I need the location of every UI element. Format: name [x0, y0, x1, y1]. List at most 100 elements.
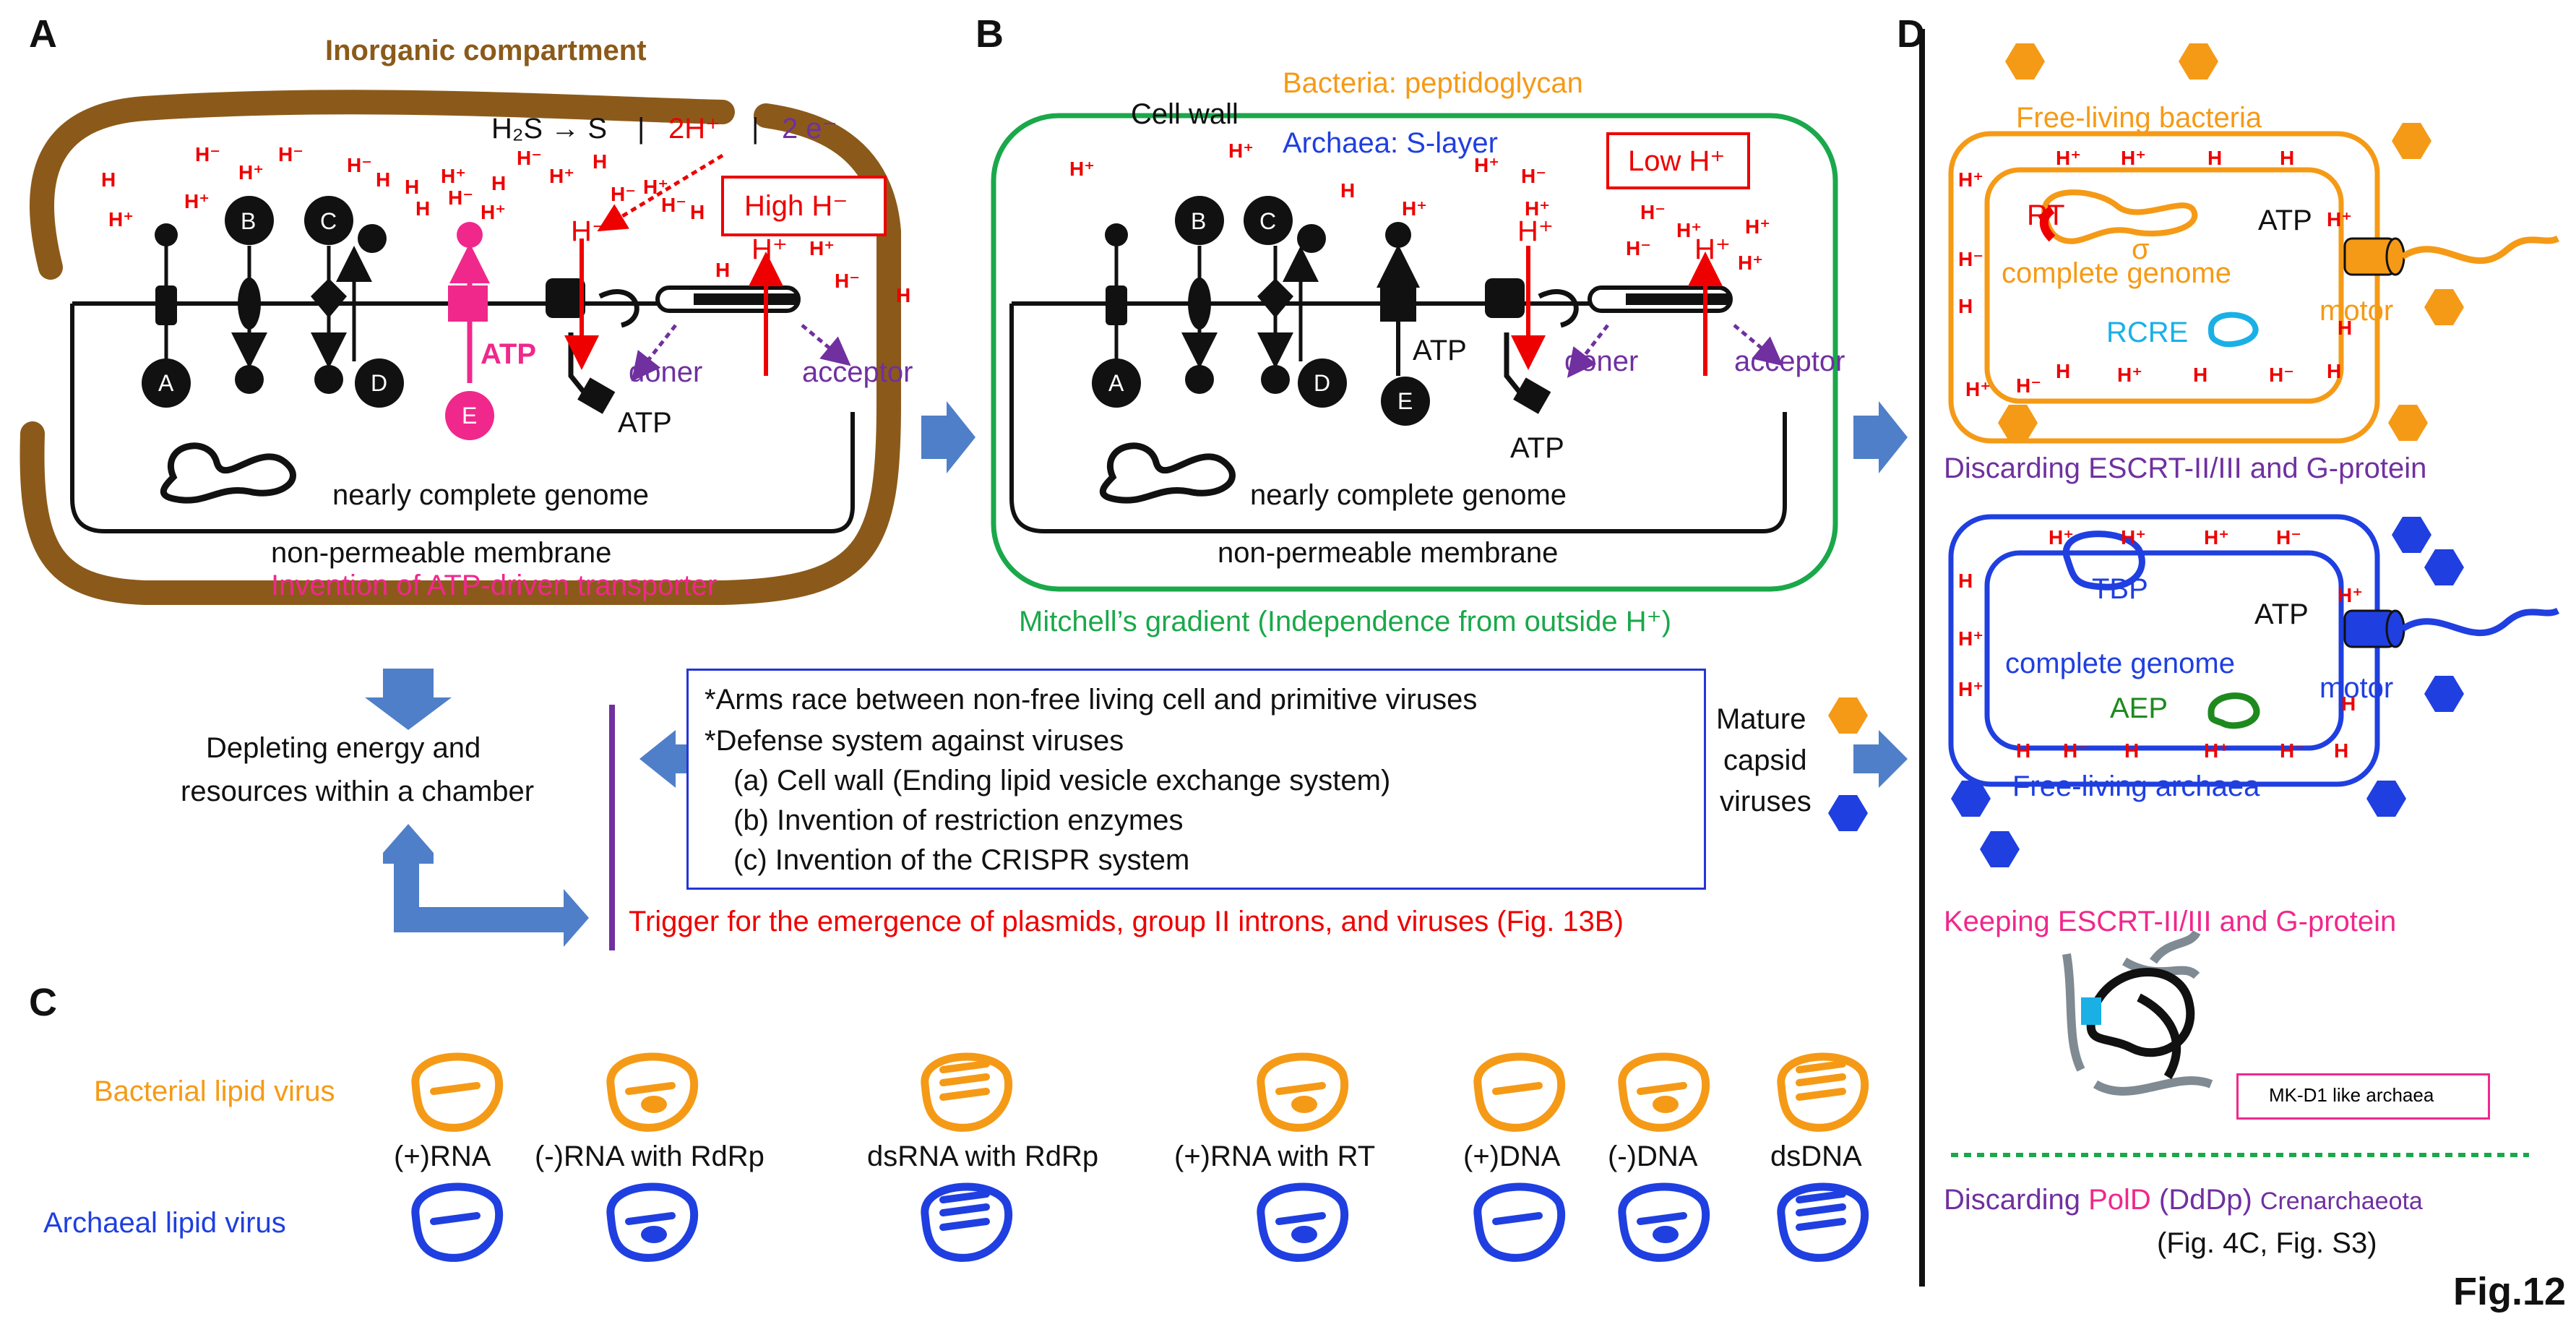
- archaea-s-layer: Archaea: S-layer: [1283, 127, 1498, 159]
- sigma-label: σ: [2132, 233, 2150, 265]
- inorganic-compartment-label: Inorganic compartment: [325, 35, 647, 66]
- arrow-a-to-b: [921, 401, 975, 473]
- lipid-virus-icon: [1473, 1052, 1566, 1132]
- membrane-label-b: non-permeable membrane: [1218, 537, 1559, 569]
- virus-type-4: (+)DNA: [1463, 1141, 1561, 1172]
- proton-label: H⁻: [1958, 248, 1983, 270]
- lipid-virus-icon: [1618, 1182, 1710, 1262]
- panel-letter-b: B: [975, 12, 1004, 56]
- cell-wall-label: Cell wall: [1131, 98, 1239, 130]
- figure-reference: (Fig. 4C, Fig. S3): [2157, 1227, 2377, 1259]
- proton-label: H⁺: [643, 176, 668, 198]
- genome-loop-a: [160, 442, 296, 504]
- tbp-label: TBP: [2092, 573, 2148, 605]
- depleting-line-1: Depleting energy and: [206, 732, 481, 764]
- low-h-box-frame: [1606, 132, 1750, 189]
- low-h-label: Low H⁺: [1628, 145, 1726, 177]
- proton-label: H⁻: [1640, 201, 1666, 223]
- e-minus-b: e⁻: [1598, 284, 1625, 312]
- lipid-virus-icon: [606, 1182, 699, 1262]
- proton-label: H: [896, 284, 911, 306]
- proton-label: H: [376, 168, 391, 191]
- complete-genome-bacteria: complete genome: [2002, 257, 2231, 289]
- complete-genome-archaea: complete genome: [2005, 648, 2235, 679]
- transporter-a: [142, 223, 191, 408]
- atp-label-bacteria: ATP: [2258, 205, 2312, 236]
- reaction-h2s: H₂S → S: [491, 113, 607, 145]
- proton-label: H⁻: [2280, 739, 2305, 762]
- lipid-virus-icon: [1473, 1182, 1566, 1262]
- proton-label: H⁺: [2121, 526, 2146, 549]
- acceptor-label-a: acceptor: [802, 356, 913, 388]
- virus-type-1: (-)RNA with RdRp: [535, 1141, 764, 1172]
- proton-label: H: [1958, 570, 1973, 592]
- mitchell-gradient-label: Mitchell’s gradient (Independence from o…: [1019, 606, 1672, 637]
- transporter-c-d: [304, 196, 404, 408]
- proton-label: H⁻: [1521, 165, 1546, 187]
- depleting-line-2: resources within a chamber: [181, 776, 535, 807]
- proton-label: H: [690, 201, 705, 223]
- virus-type-3: (+)RNA with RT: [1174, 1141, 1376, 1172]
- high-h-label: High H⁻: [744, 190, 848, 222]
- proton-label: H⁺: [1738, 252, 1763, 274]
- proton-label: H⁺: [2327, 208, 2352, 231]
- archaeon-inner: [1984, 550, 2344, 751]
- proton-label: H⁻: [661, 194, 686, 216]
- mk-d1-label: MK-D1 like archaea: [2269, 1084, 2434, 1106]
- archaeal-virus-hexagons: [1951, 517, 2464, 867]
- archaeon-outer: [1948, 514, 2380, 787]
- bacterial-genome: [2041, 189, 2198, 244]
- cell-wall-b: [991, 113, 1838, 592]
- aep-label: AEP: [2110, 692, 2168, 724]
- figure-label: Fig.12: [2453, 1270, 2567, 1313]
- box-line-1: *Arms race between non-free living cell …: [705, 684, 1478, 716]
- proton-label: H⁺: [2204, 526, 2229, 549]
- proton-label: H⁻: [2063, 739, 2088, 762]
- virus-type-5: (-)DNA: [1608, 1141, 1698, 1172]
- proton-label: H⁻: [2016, 374, 2041, 397]
- h-plus-synthase-b: H⁺: [1517, 215, 1554, 247]
- bacterial-phage-hexagons: [1998, 43, 2464, 441]
- proton-label: H: [405, 176, 420, 198]
- proton-label: H: [101, 168, 116, 191]
- doner-label-a: doner: [629, 356, 703, 388]
- panel-letter-d: D: [1897, 12, 1925, 56]
- archaeal-genome: [2062, 531, 2145, 591]
- archaeal-lipid-virus-label: Archaeal lipid virus: [43, 1207, 286, 1239]
- atp-synthase-a: [546, 239, 639, 414]
- proton-label: H⁻: [835, 270, 860, 292]
- proton-label: H: [2327, 360, 2342, 382]
- lipid-virus-icon: [1777, 1052, 1869, 1132]
- lipid-virus-icon: [1777, 1182, 1869, 1262]
- letter-e-a: E: [462, 403, 478, 429]
- mk-d1-archaea-illustration: [2062, 929, 2213, 1096]
- arrow-mature-to-d: [1853, 730, 1908, 788]
- electron-transport-b: [1567, 252, 1783, 378]
- defense-textbox: [686, 669, 1706, 890]
- bacterium-inner: [1984, 167, 2344, 404]
- atp-label-pink: ATP: [481, 338, 537, 370]
- bacterial-motor: [2343, 235, 2560, 276]
- mature-line-2: capsid: [1723, 744, 1807, 776]
- proton-label: H: [1340, 179, 1356, 202]
- proton-label: H⁺: [1474, 154, 1499, 176]
- proton-label: H: [2338, 317, 2353, 339]
- arrow-b-to-d: [1853, 401, 1908, 473]
- proton-label: H⁻: [195, 143, 220, 166]
- proton-label: H: [2193, 364, 2208, 386]
- electron-transport-a: [597, 153, 851, 382]
- proton-label: H⁺: [481, 201, 506, 223]
- lipid-virus-icons: [411, 1052, 1869, 1262]
- high-h-box-frame: [721, 176, 887, 236]
- mature-line-3: viruses: [1720, 786, 1812, 817]
- proton-label: H⁺: [809, 237, 835, 259]
- lipid-virus-icon: [411, 1182, 504, 1262]
- proton-label: H⁺: [2121, 147, 2146, 169]
- doner-label-b: doner: [1564, 345, 1639, 377]
- arrow-box-to-bar: [639, 730, 694, 788]
- motor-label-archaea: motor: [2319, 672, 2394, 704]
- h-plus-transport-b: H⁺: [1694, 233, 1731, 265]
- reaction-2h-plus: 2H⁺: [668, 113, 721, 145]
- proton-label: H⁺: [1525, 197, 1550, 220]
